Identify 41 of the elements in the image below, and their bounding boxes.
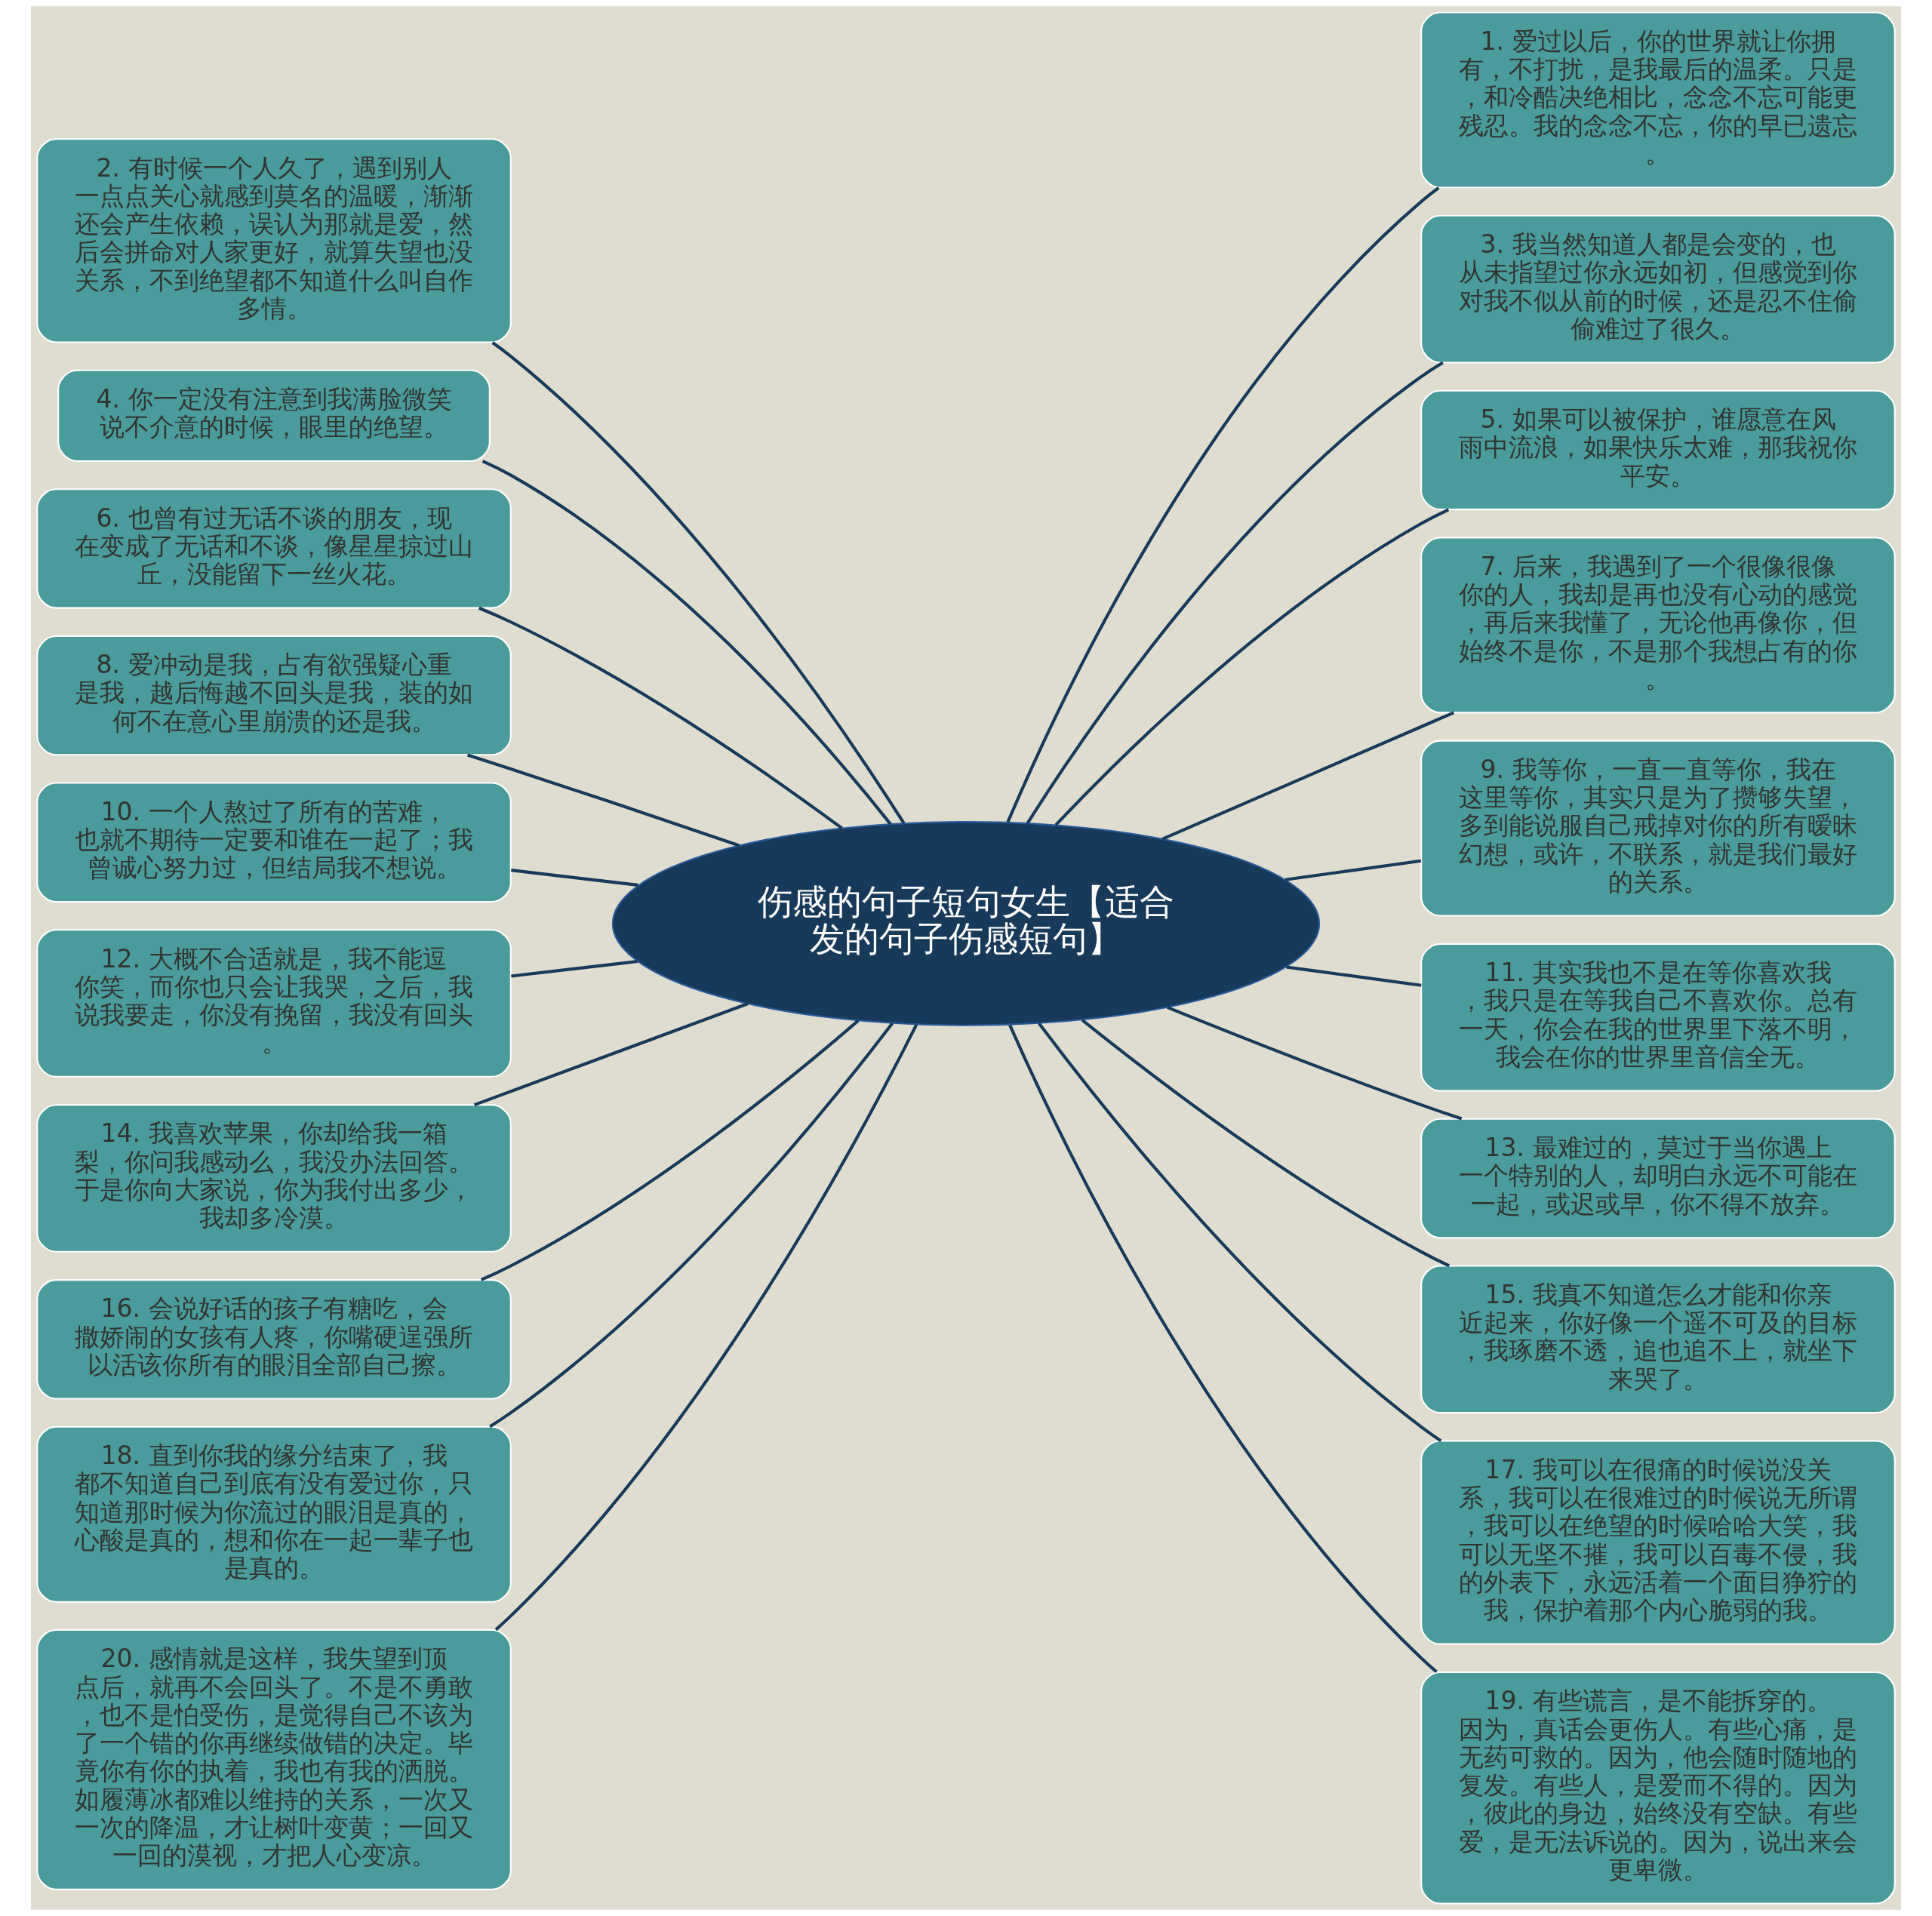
connector [1026, 361, 1444, 824]
node-box: 5. 如果可以被保护，谁愿意在风雨中流浪，如果快乐太难，那我祝你平安。 [1420, 389, 1896, 511]
connector [494, 1023, 918, 1632]
node-box: 12. 大概不合适就是，我不能逗你笑，而你也只会让我哭，之后，我说我要走，你没有挽留，我没有回头。 [36, 929, 512, 1078]
connector [1161, 711, 1455, 841]
connector [1081, 1018, 1451, 1268]
node-ellipse: 伤感的句子短句女生【适合发的句子伤感短句】 [611, 821, 1321, 1026]
connector [478, 606, 844, 830]
node-box: 20. 感情就是这样，我失望到顶点后，就再不会回头了。不是不勇敢，也不是怕受伤，是觉得自己不该为了一个错的你再继续做错的决定。毕竟你有你的执着，我也有我的洒脱。如履薄冰都难以维持的关系，一次又一次的降温，才让树叶变黄；一回又一回的漠视，才把人心变凉。 [36, 1628, 512, 1890]
connector [466, 753, 740, 847]
node-box: 16. 会说好话的孩子有糖吃，会撒娇闹的女孩有人疼，你嘴硬逞强所以活该你所有的眼泪全部自己擦。 [36, 1279, 512, 1400]
connector [1166, 1005, 1463, 1121]
node-box: 3. 我当然知道人都是会变的，也从未指望过你永远如初，但感觉到你对我不似从前的时候，还是忍不住偷偷难过了很久。 [1420, 214, 1896, 364]
connector [1286, 965, 1422, 987]
node-box: 14. 我喜欢苹果，你却给我一箱梨，你问我感动么，我没办法回答。于是你向大家说，你为我付出多少，我却多冷漠。 [36, 1104, 512, 1253]
node-box: 4. 你一定没有注意到我满脸微笑说不介意的时候，眼里的绝望。 [57, 369, 491, 462]
connector [491, 341, 906, 825]
connector [480, 1019, 860, 1281]
connector [1054, 508, 1450, 826]
node-box: 17. 我可以在很痛的时候说没关系，我可以在很难过的时候说无所谓，我可以在绝望的时候哈哈大笑，我可以无坚不摧，我可以百毒不侵，我的外表下，永远活着一个面目狰狞的我，保护着那个内心脆弱的我。 [1420, 1440, 1896, 1645]
node-box: 6. 也曾有过无话不谈的朋友，现在变成了无话和不谈，像星星掠过山丘，没能留下一丝火花。 [36, 488, 512, 609]
node-box: 18. 直到你我的缘分结束了，我都不知道自己到底有没有爱过你，只知道那时候为你流过的眼泪是真的，心酸是真的，想和你在一起一辈子也是真的。 [36, 1425, 512, 1603]
node-box: 2. 有时候一个人久了，遇到别人一点点关心就感到莫名的温暖，渐渐还会产生依赖，误认为那就是爱，然后会拼命对人家更好，就算失望也没关系，不到绝望都不知道什么叫自作多情。 [36, 138, 512, 343]
node-box: 1. 爱过以后，你的世界就让你拥有，不打扰，是我最后的温柔。只是，和冷酷决绝相比，念念不忘可能更残忍。我的念念不忘，你的早已遗忘。 [1420, 11, 1896, 189]
connector [1006, 186, 1440, 823]
connector [1008, 1024, 1438, 1673]
node-box: 11. 其实我也不是在等你喜欢我，我只是在等我自己不喜欢你。总有一天，你会在我的世界里下落不明，我会在你的世界里音信全无。 [1420, 943, 1896, 1092]
node-box: 7. 后来，我遇到了一个很像很像你的人，我却是再也没有心动的感觉，再后来我懂了，无论他再像你，但始终不是你，不是那个我想占有的你。 [1420, 537, 1896, 714]
node-box: 8. 爱冲动是我，占有欲强疑心重是我，越后悔越不回头是我，装的如何不在意心里崩溃的还是我。 [36, 635, 512, 756]
node-box: 9. 我等你，一直一直等你，我在这里等你，其实只是为了攒够失望，多到能说服自己戒掉对你的所有暧昧幻想，或许，不联系，就是我们最好的关系。 [1420, 740, 1896, 917]
connector [481, 460, 892, 826]
connector [473, 1002, 749, 1107]
connector [511, 869, 638, 887]
connector [489, 1022, 894, 1429]
node-box: 19. 有些谎言，是不能拆穿的。因为，真话会更伤人。有些心痛，是无药可救的。因为，他会随时随地的复发。有些人，是爱而不得的。因为，彼此的身边，始终没有空缺。有些爱，是无法诉说的。因为，说出来会更卑微。 [1420, 1671, 1896, 1905]
connector [1038, 1022, 1442, 1443]
node-box: 10. 一个人熬过了所有的苦难，也就不期待一定要和谁在一起了；我曾诚心努力过，但结局我不想说。 [36, 782, 512, 903]
node-box: 15. 我真不知道怎么才能和你亲近起来，你好像一个遥不可及的目标，我琢磨不透，追也追不上，就坐下来哭了。 [1420, 1265, 1896, 1414]
connector [1284, 859, 1422, 881]
connector [511, 960, 638, 978]
node-box: 13. 最难过的，莫过于当你遇上一个特别的人，却明白永远不可能在一起，或迟或早，你不得不放弃。 [1420, 1118, 1896, 1239]
